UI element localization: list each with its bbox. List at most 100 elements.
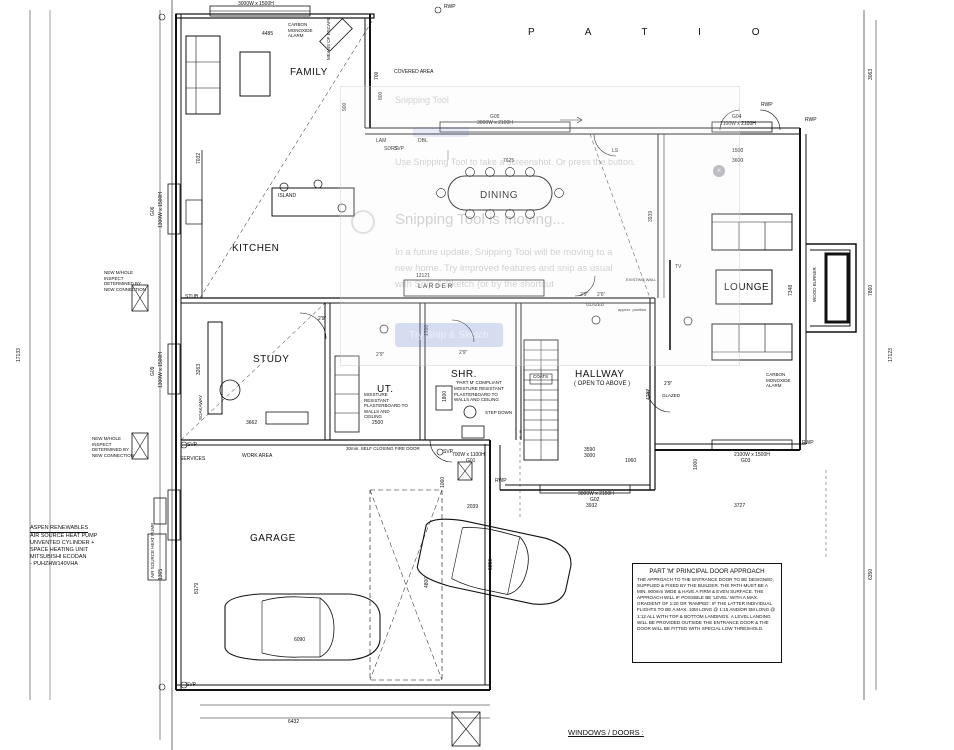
patio-label: P A T I O <box>528 27 784 38</box>
dim-sd-hall-2: 2'9" <box>580 292 589 298</box>
tv-label: TV <box>675 264 682 270</box>
approx-position-label: approx. position <box>618 307 647 312</box>
snip-heading: Snipping Tool is moving... <box>395 211 565 228</box>
note-soakaway: SOAKAWAY <box>198 394 203 420</box>
dim-spacing-3: 2039 <box>467 504 479 510</box>
windows-doors-heading: WINDOWS / DOORS : <box>568 728 644 737</box>
note-gas-meter-2: NEW M/HOLE INSPECT DETERMINED BY NEW CON… <box>92 436 134 458</box>
tag-rwp-4: RWP <box>444 4 456 10</box>
tag-sdrs: SDRS <box>384 146 398 152</box>
snip-body-2: new home. Try improved features and snip… <box>395 263 613 274</box>
note-carbon-alarm-2: CARBON MONOXIDE ALARM <box>766 372 791 388</box>
covered-area-label: COVERED AREA <box>394 69 434 75</box>
tag-lam: LAM <box>376 138 387 144</box>
tag-g06-size: 1300W x 1500H <box>158 192 164 228</box>
tag-svp-2: SVP <box>187 442 198 448</box>
room-shr: SHR. <box>451 369 477 380</box>
dim-family-width: 4485 <box>262 31 274 37</box>
car-on-driveway <box>416 518 572 605</box>
dim-left-total: 17133 <box>16 348 22 362</box>
tag-g04: G04 <box>732 114 742 120</box>
dim-ut-width: 2500 <box>372 420 384 426</box>
dim-garage-height: 8179 <box>194 582 200 594</box>
room-ut: UT. <box>377 384 394 395</box>
dim-right-total: 17123 <box>888 348 894 362</box>
glazed-label-2: GLAZED <box>586 302 605 307</box>
room-dining: DINING <box>480 190 518 201</box>
tag-g09: G09 <box>150 366 156 376</box>
dim-sd-ut: 2'9" <box>376 352 385 358</box>
snip-line-1: Use Snipping Tool to take a screenshot. … <box>395 157 636 167</box>
note-means-escape: MEANS OF ESCAPE <box>326 16 331 60</box>
dim-door-1060: 1060 <box>625 458 637 464</box>
part-m-title: PART 'M' PRINCIPAL DOOR APPROACH <box>649 568 765 575</box>
dim-sd-shr: 2'9" <box>459 350 468 356</box>
snip-body-3: with Snip & Sketch (or try the shortcut <box>395 279 554 290</box>
aspen-title: ASPEN RENEWABLES <box>30 525 89 533</box>
existing-wall-label: EXISTING WALL <box>626 277 657 282</box>
dim-door-700: 700 <box>374 71 380 80</box>
car-in-garage <box>224 593 381 661</box>
dim-garage-bottom: 6432 <box>288 719 300 725</box>
tag-svp-3: SVP <box>186 682 197 688</box>
tag-services: SERVICES <box>180 456 206 462</box>
snip-new-chip[interactable] <box>413 127 469 137</box>
tag-ls: LS <box>612 148 619 154</box>
tag-g01-size: 700W x 1100H <box>452 452 485 458</box>
dim-sd-lounge: 2'9" <box>664 381 673 387</box>
dim-door-1800: 1800 <box>442 390 448 402</box>
tag-stub: STUB <box>185 294 199 300</box>
note-moisture: MOISTURE RESISTANT PLASTERBOARD TO WALLS… <box>454 386 504 402</box>
note-part-m: 'PART M' COMPLIANT <box>456 380 502 385</box>
dim-hall-width-2: 3000 <box>584 453 596 459</box>
snip-title: Snipping Tool <box>395 95 449 105</box>
note-gas-meter: NEW M/HOLE INSPECT DETERMINED BY NEW CON… <box>104 270 146 292</box>
room-kitchen: KITCHEN <box>232 243 280 254</box>
hallway-sub: ( OPEN TO ABOVE ) <box>574 381 631 387</box>
try-snip-sketch-button[interactable]: Try Snip & Sketch <box>395 323 503 347</box>
room-lounge: LOUNGE <box>724 282 770 293</box>
aspen-line-3: SPACE HEATING UNIT <box>30 547 89 553</box>
dim-door-1000: 1000 <box>693 458 699 470</box>
tag-g01: G01 <box>466 458 476 464</box>
dim-right-lower: 6350 <box>868 568 874 580</box>
coats-label: COATS <box>533 374 549 379</box>
dim-top-window: 3000W x 1500H <box>238 1 274 7</box>
island-label: ISLAND <box>278 193 297 199</box>
note-carbon-alarm: CARBON MONOXIDE ALARM <box>288 22 313 38</box>
tag-g03: G03 <box>741 458 751 464</box>
tag-rwp-5: RWP <box>761 102 773 108</box>
tag-rwp-3: RWP <box>495 478 507 484</box>
tag-rwp: RWP <box>805 117 817 123</box>
close-icon[interactable]: × <box>713 165 725 177</box>
aspen-line-5: - PUHZHW140VHA <box>30 561 78 567</box>
aspen-renewables-note: ASPEN RENEWABLES AIR SOURCE HEAT PUMP UN… <box>30 525 97 568</box>
aspen-line-2: UNVENTED CYLINDER + <box>30 540 95 546</box>
tag-g05: G05 <box>490 114 500 120</box>
dim-sd-hall: 2'6" <box>597 292 606 298</box>
dim-larder-width: 12121 <box>416 273 430 279</box>
dim-ramp-width: 5350 <box>488 558 494 570</box>
dim-right-mid: 7860 <box>868 284 874 296</box>
room-study: STUDY <box>253 354 290 365</box>
larder-label: L A R D E R <box>418 283 453 290</box>
dim-dining-width: 7625 <box>503 158 515 164</box>
dim-lounge-window: 1500 <box>732 148 744 154</box>
dim-ramp-length: 4800 <box>424 576 430 588</box>
work-area-label: WORK AREA <box>242 453 273 459</box>
tag-g02-size: 3000W x 2100H <box>578 491 614 497</box>
room-garage: GARAGE <box>250 533 296 544</box>
wood-burner <box>824 252 850 324</box>
snipping-tool-window[interactable]: Snipping Tool Use Snipping Tool to take … <box>340 86 740 366</box>
dim-spacing-1: 1365 <box>158 568 164 580</box>
tag-g05-size: 3000W x 2100H <box>477 120 513 126</box>
tag-g02: G02 <box>590 497 600 503</box>
dim-right-upper: 3063 <box>868 68 874 80</box>
aspen-line-4: MITSUBISHI ECODAN <box>30 554 87 560</box>
part-m-note-box: PART 'M' PRINCIPAL DOOR APPROACH THE APP… <box>632 563 782 663</box>
part-m-body: THE APPROACH TO THE ENTRANCE DOOR TO BE … <box>637 577 776 631</box>
tag-rwp-2: RWP <box>802 440 814 446</box>
dim-sd-study: 2'9" <box>318 316 327 322</box>
snip-body-1: In a future update, Snipping Tool will b… <box>395 247 613 258</box>
